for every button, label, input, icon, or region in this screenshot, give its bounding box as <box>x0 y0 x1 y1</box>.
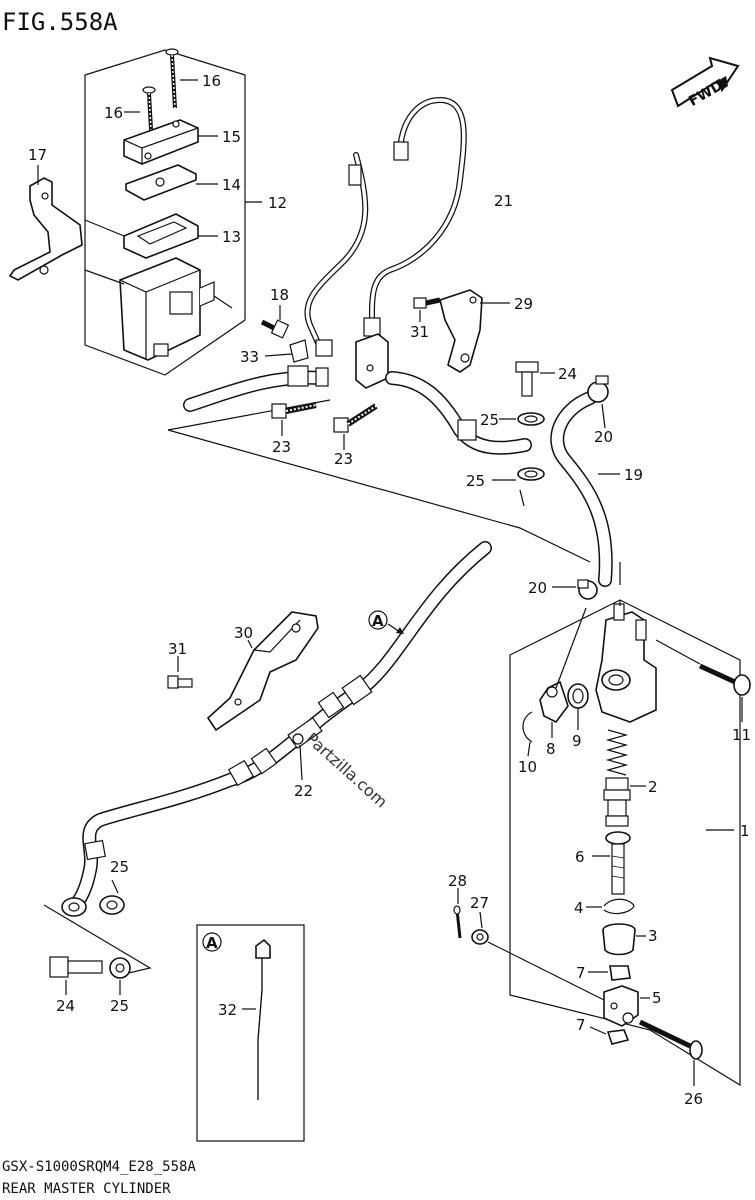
bolt-31-lower <box>167 675 193 689</box>
plate-14 <box>125 164 197 201</box>
label-7-upper: 7 <box>576 964 586 982</box>
label-15: 15 <box>222 128 241 146</box>
label-9: 9 <box>572 732 582 750</box>
bolt-24-upper <box>515 361 539 397</box>
label-1: 1 <box>740 822 750 840</box>
label-3: 3 <box>648 927 658 945</box>
label-10: 10 <box>518 758 537 776</box>
label-22: 22 <box>294 782 313 800</box>
label-17: 17 <box>28 146 47 164</box>
clamp-20-lower <box>577 579 598 600</box>
clevis-5 <box>603 985 639 1027</box>
label-8: 8 <box>546 740 556 758</box>
cotter-pin-28 <box>453 905 462 939</box>
label-33: 33 <box>240 348 259 366</box>
label-20-upper: 20 <box>594 428 613 446</box>
label-26: 26 <box>684 1090 703 1108</box>
footer-code: GSX-S1000SRQM4_E28_558A <box>2 1159 196 1175</box>
bolt-23-right <box>333 403 378 433</box>
label-4: 4 <box>574 899 584 917</box>
label-7-lower: 7 <box>576 1016 586 1034</box>
brake-pipe-21 <box>304 97 467 357</box>
label-21: 21 <box>494 192 513 210</box>
label-11: 11 <box>732 726 751 744</box>
brake-hose-middle <box>385 371 532 455</box>
label-20-lower: 20 <box>528 579 547 597</box>
bracket-30 <box>206 611 319 732</box>
boot-3 <box>602 923 636 956</box>
figure-title: FIG.558A <box>2 8 118 36</box>
label-29: 29 <box>514 295 533 313</box>
circlip-10 <box>522 711 533 743</box>
clevis-pin-26 <box>638 1019 703 1060</box>
clamp-20-upper <box>587 375 609 403</box>
hose-33 <box>183 365 329 412</box>
label-25-mid: 25 <box>466 472 485 490</box>
bolt-24-lower <box>49 956 103 978</box>
circlip-4 <box>603 898 635 915</box>
piston-spring-2 <box>603 729 631 827</box>
footer-title: REAR MASTER CYLINDER <box>2 1181 171 1197</box>
clip-33 <box>289 339 309 363</box>
label-18: 18 <box>270 286 289 304</box>
label-13: 13 <box>222 228 241 246</box>
label-25-upper: 25 <box>480 411 499 429</box>
bolt-23-left <box>271 402 317 419</box>
junction-block <box>355 333 389 389</box>
label-6: 6 <box>575 848 585 866</box>
nut-7-lower <box>606 1029 630 1045</box>
connector-8 <box>539 680 569 724</box>
label-25-lower-b: 25 <box>110 997 129 1015</box>
bolt-11 <box>698 663 751 696</box>
label-23-right: 23 <box>334 450 353 468</box>
callout-a-circle <box>368 610 388 630</box>
label-24-upper: 24 <box>558 365 577 383</box>
reservoir-cap-15 <box>123 119 199 165</box>
label-23-left: 23 <box>272 438 291 456</box>
reservoir-hose-19 <box>550 391 613 587</box>
inset-a-label: A <box>206 934 218 952</box>
label-12: 12 <box>268 194 287 212</box>
master-cylinder-body <box>595 603 657 723</box>
label-19: 19 <box>624 466 643 484</box>
cable-tie-32 <box>255 938 271 1100</box>
label-32: 32 <box>218 1001 237 1019</box>
push-rod-6 <box>605 831 631 895</box>
bolt-31-upper <box>413 297 441 309</box>
label-16-upper: 16 <box>202 72 221 90</box>
diaphragm-13 <box>123 213 199 259</box>
label-27: 27 <box>470 894 489 912</box>
watermark: Partzilla.com <box>302 729 391 812</box>
label-31-lower: 31 <box>168 640 187 658</box>
label-31-upper: 31 <box>410 323 429 341</box>
label-24-lower: 24 <box>56 997 75 1015</box>
fwd-arrow-icon: FWD <box>670 56 740 110</box>
label-28: 28 <box>448 872 467 890</box>
label-16-lower: 16 <box>104 104 123 122</box>
label-14: 14 <box>222 176 241 194</box>
brake-hose-22 <box>68 541 492 912</box>
screw-16-upper <box>165 48 179 109</box>
label-2: 2 <box>648 778 658 796</box>
bracket-29 <box>439 289 483 373</box>
label-5: 5 <box>652 989 662 1007</box>
inset-box-a <box>196 924 305 1142</box>
bolt-18 <box>260 305 290 339</box>
inset-a-circle <box>202 932 222 952</box>
nut-7-upper <box>609 965 631 981</box>
bracket-17 <box>8 165 83 281</box>
callout-a-label: A <box>372 612 384 630</box>
reservoir-body <box>119 257 215 361</box>
label-25-lower-a: 25 <box>110 858 129 876</box>
reservoir-group-outline <box>84 49 246 376</box>
label-30: 30 <box>234 624 253 642</box>
